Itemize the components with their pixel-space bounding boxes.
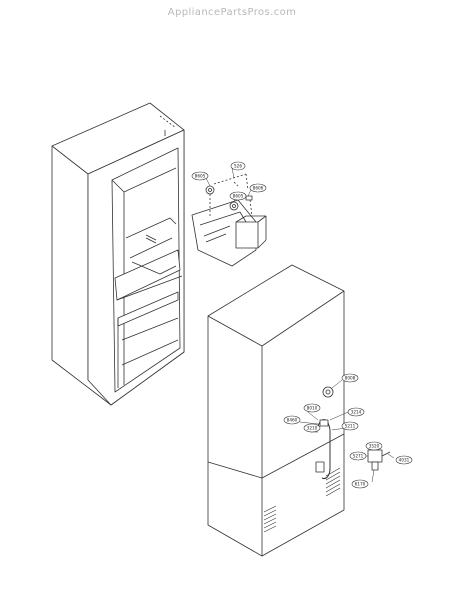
callout-label: 3214 bbox=[351, 410, 362, 415]
site-watermark: AppliancePartsPros.com bbox=[167, 7, 297, 18]
callout-label: 8606 bbox=[253, 186, 264, 191]
callout-label: 3210 bbox=[307, 426, 318, 431]
callout-label: 5211 bbox=[345, 424, 356, 429]
callout-label: 8460 bbox=[287, 418, 298, 423]
ice-maker-assembly bbox=[191, 173, 267, 267]
callout-label: 5271 bbox=[353, 454, 364, 459]
callout-label: 4031 bbox=[399, 458, 410, 463]
callout-label: 526 bbox=[234, 164, 242, 169]
part-callouts: 8605 526 8606 8605 8008 8010 8460 3214 3… bbox=[195, 164, 410, 487]
callout-label: 8605 bbox=[195, 174, 206, 179]
refrigerator-interior-view bbox=[51, 102, 185, 406]
callout-label: 8008 bbox=[345, 376, 356, 381]
callout-label: 6170 bbox=[355, 482, 366, 487]
callout-label: 8010 bbox=[307, 406, 318, 411]
callout-label: 8605 bbox=[233, 194, 244, 199]
callout-label: 3520 bbox=[369, 444, 380, 449]
